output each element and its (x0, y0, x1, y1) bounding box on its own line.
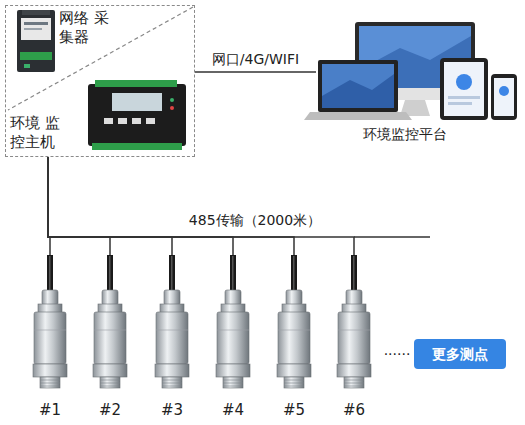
host-led (170, 98, 174, 102)
sensor-node: #1 (26, 255, 74, 422)
connector-line (48, 157, 110, 255)
tablet-screen (444, 62, 484, 116)
host-button (118, 118, 127, 124)
edge-label: 网口/4G/WIFI (176, 51, 336, 69)
more-points-button: 更多测点 (414, 339, 506, 369)
connector-line (48, 157, 50, 255)
terminal-strip (92, 143, 182, 150)
platform-node: 环境监控平台 (316, 15, 520, 148)
sensor-illustration (277, 255, 311, 388)
callout-number: #2 (86, 401, 134, 419)
platform-label: 环境监控平台 (346, 125, 464, 143)
sensor-illustration (33, 255, 67, 388)
connector-line (48, 157, 354, 255)
cloud-icon (456, 74, 472, 90)
host-screen (112, 93, 162, 111)
sensor-node: #4 (209, 255, 257, 422)
sensor-illustration (93, 255, 127, 388)
ellipsis-mark: ...... (380, 342, 414, 358)
device-case (17, 10, 55, 72)
platform-devices (304, 22, 517, 120)
connector-line (48, 157, 294, 255)
laptop-base (304, 112, 412, 120)
screen-line (448, 96, 480, 99)
button-text: 更多测点 (414, 339, 506, 369)
laptop-frame (318, 60, 398, 112)
sensor-illustration (216, 255, 250, 388)
device-label: 网络 采集器 (59, 9, 109, 47)
laptop-screen (322, 64, 394, 108)
callout-number: #3 (148, 401, 196, 419)
screen-line (448, 102, 472, 105)
terminal-block (20, 52, 52, 60)
host-device (88, 80, 186, 150)
host-button (146, 118, 155, 124)
sensor-illustration (337, 255, 371, 388)
bus-label: 485传输（2000米） (170, 212, 340, 230)
device-label: 环境 监控主机 (10, 114, 74, 152)
screen-graphic (322, 74, 394, 108)
callout-number: #1 (26, 401, 74, 419)
sensor-node: #6 (330, 255, 378, 422)
sensor-illustration (155, 255, 189, 388)
phone-frame (491, 74, 517, 120)
host-button (104, 118, 113, 124)
callout-number: #4 (209, 401, 257, 419)
tablet-frame (440, 58, 488, 120)
host-button (132, 118, 141, 124)
device-top (22, 10, 50, 15)
sensor-node: #2 (86, 255, 134, 422)
status-led (24, 64, 30, 68)
terminal-strip (95, 80, 177, 87)
host-board (88, 84, 186, 146)
cloud-icon (499, 86, 509, 96)
callout-number: #6 (330, 401, 378, 419)
sensor-node: #3 (148, 255, 196, 422)
callout-number: #5 (270, 401, 318, 419)
panel-mark (24, 28, 42, 30)
connector-line (195, 71, 316, 73)
panel-mark (24, 22, 48, 25)
connector-line (48, 157, 172, 255)
connector-line (48, 157, 233, 255)
device-panel (21, 18, 51, 40)
bus-extension (354, 236, 430, 238)
host-led (170, 106, 174, 110)
phone-screen (494, 78, 514, 116)
sensor-node: #5 (270, 255, 318, 422)
dashed-group-box: 网络 采集器环境 监控主机 (5, 5, 195, 157)
collector-device (17, 10, 55, 72)
